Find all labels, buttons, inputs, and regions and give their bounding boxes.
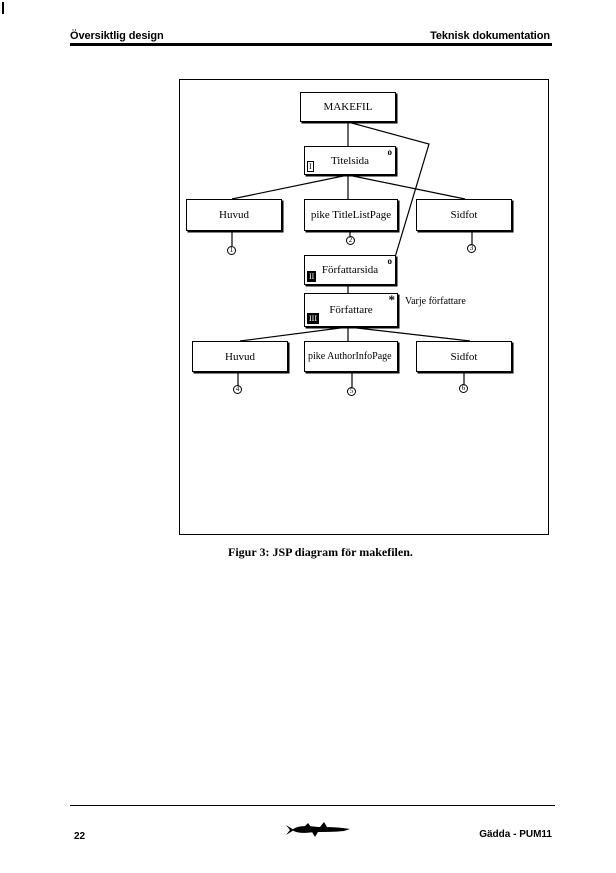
box-huvud-1-label: Huvud [219, 209, 249, 221]
box-forfattarsida-label: Författarsida [321, 264, 379, 276]
box-makefil-label: MAKEFIL [323, 101, 373, 113]
box-pike-titlelistpage: pike TitleListPage [304, 199, 398, 231]
footer-rule [70, 805, 555, 806]
connector-titelsida-huvud [231, 174, 349, 200]
iteration-note: Varje författare [405, 296, 466, 307]
header-rule [70, 43, 552, 46]
margin-mark [2, 2, 4, 14]
box-sidfot-2: Sidfot [416, 341, 512, 372]
box-huvud-1: Huvud [186, 199, 282, 231]
roman-numeral-i: I [307, 161, 314, 172]
footer-project: Gädda - PUM11 [479, 829, 552, 840]
page-number: 22 [74, 831, 86, 842]
iteration-marker: * [388, 293, 396, 307]
box-sidfot-1-label: Sidfot [450, 209, 478, 221]
box-sidfot-1: Sidfot [416, 199, 512, 231]
box-huvud-2-label: Huvud [225, 350, 255, 363]
box-sidfot-2-label: Sidfot [450, 350, 478, 363]
connector-forfattare-sidfot [347, 326, 471, 342]
operation-6: 6 [459, 384, 468, 393]
selection-marker: o [387, 256, 393, 266]
roman-numeral-ii: II [307, 271, 317, 282]
box-pike-authorinfopage-label: pike AuthorInfoPage [308, 351, 392, 362]
roman-numeral-iii: III [307, 313, 319, 324]
operation-1: 1 [227, 246, 236, 255]
box-titelsida-label: Titelsida [330, 154, 370, 167]
figure-caption: Figur 3: JSP diagram för makefilen. [228, 545, 413, 559]
box-makefil: MAKEFIL [300, 92, 396, 122]
box-pike-titlelistpage-label: pike TitleListPage [310, 209, 392, 221]
box-forfattarsida: Författarsida II o [304, 255, 396, 285]
header-section-title: Översiktlig design [70, 30, 164, 42]
header-doc-title: Teknisk dokumentation [430, 30, 550, 42]
figure-frame: MAKEFIL Titelsida I o Huvud pike TitleLi… [179, 79, 549, 535]
operation-5: 5 [347, 387, 356, 396]
diagram-connectors [231, 121, 473, 387]
selection-marker: o [387, 147, 393, 157]
operation-2: 2 [346, 236, 355, 245]
connector-titelsida-sidfot [347, 174, 466, 200]
box-huvud-2: Huvud [192, 341, 288, 372]
box-pike-authorinfopage: pike AuthorInfoPage [304, 341, 398, 372]
connector-makefil-forfattarsida [347, 121, 430, 265]
box-forfattare-label: Författare [329, 304, 373, 316]
connector-forfattare-huvud [239, 326, 349, 342]
operation-3: 3 [467, 244, 476, 253]
pike-fish-logo [286, 822, 350, 837]
operation-4: 4 [233, 385, 242, 394]
box-forfattare: Författare III * [304, 293, 398, 327]
box-titelsida: Titelsida I o [304, 146, 396, 175]
